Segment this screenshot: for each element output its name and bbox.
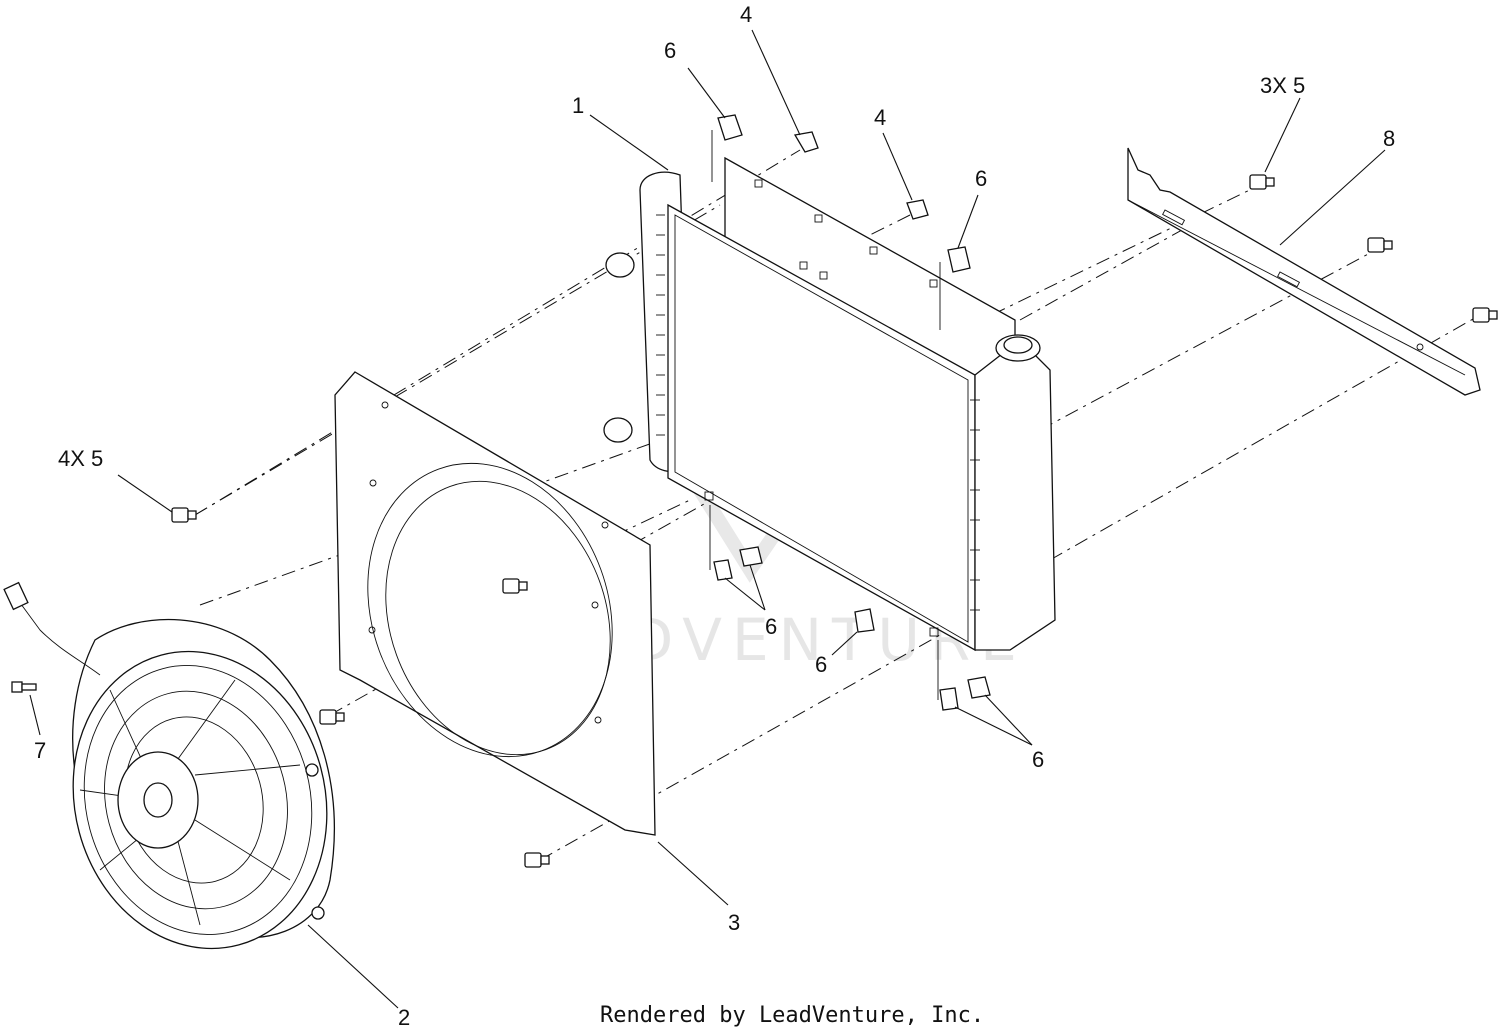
bolt-icon [502,578,528,594]
cooling-fan [3,581,335,950]
fan-shroud [334,371,656,836]
callout-fan: 2 [398,1005,410,1030]
callouts: 1 6 4 4 6 3X 5 8 4X 5 7 6 6 6 3 2 [34,2,1395,1030]
bolt-icon [319,709,345,725]
screw-7 [11,681,37,693]
clip-4-top-right [906,199,929,220]
callout-mount-top-right: 6 [975,166,987,191]
clip-4-top-left [793,131,819,153]
callout-screw: 7 [34,738,46,763]
callout-clip-top-b: 4 [874,105,886,130]
bolts-4x [171,507,550,868]
mount-6-top-right [939,246,971,330]
mount-6-top-left [711,114,743,182]
bolts-3x [1249,174,1498,323]
callout-mount-lower-right: 6 [1032,747,1044,772]
bolt-icon [1367,237,1393,253]
callout-clip-top-a: 4 [740,2,752,27]
bolt-icon [524,852,550,868]
callout-mount-lower-mid: 6 [815,652,827,677]
callout-mount-top-left: 6 [664,38,676,63]
radiator [603,156,1056,652]
bolt-icon [171,507,197,523]
callout-shroud: 3 [728,910,740,935]
mount-6-lower-right [937,640,991,711]
callout-bolts-3x: 3X 5 [1260,73,1305,98]
callout-radiator: 1 [572,93,584,118]
mounting-bracket [1127,147,1481,396]
footer-credit: Rendered by LeadVenture, Inc. [600,1003,984,1028]
bolt-icon [1472,307,1498,323]
leader-lines [29,29,1386,1009]
callout-mount-lower-left: 6 [765,614,777,639]
mount-6-lower-left [709,505,763,581]
callout-bolts-4x: 4X 5 [58,446,103,471]
mount-6-lower-mid [854,608,875,633]
bolt-icon [1249,174,1275,190]
callout-bracket: 8 [1383,126,1395,151]
